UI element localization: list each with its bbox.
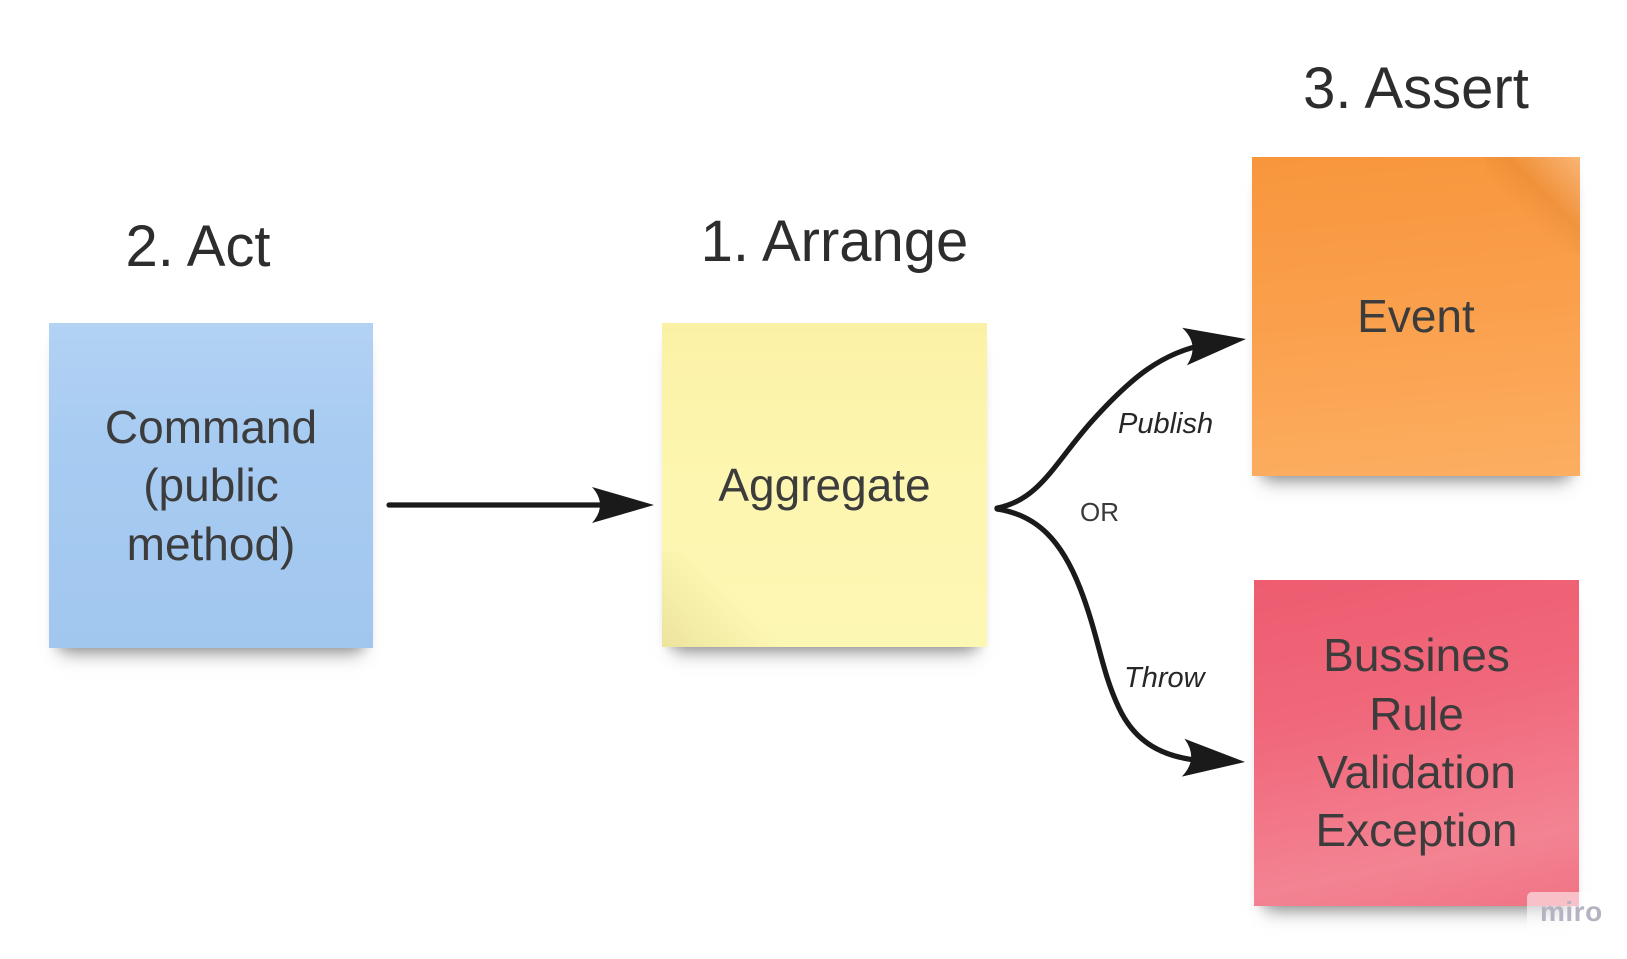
sticky-note-command[interactable]: Command (public method)	[49, 323, 373, 648]
connector-label-or[interactable]: OR	[1080, 497, 1119, 527]
heading-act[interactable]: 2. Act	[125, 214, 271, 279]
sticky-note-command-label: Command (public method)	[104, 400, 318, 570]
heading-arrange[interactable]: 1. Arrange	[700, 209, 969, 274]
sticky-note-event[interactable]: Event	[1252, 157, 1580, 476]
miro-logo: miro	[1540, 895, 1603, 927]
sticky-note-aggregate[interactable]: Aggregate	[662, 323, 987, 647]
arrow-head-icon	[1181, 738, 1245, 777]
sticky-note-event-label: Event	[1357, 290, 1475, 343]
arrow-head-icon	[1182, 327, 1246, 366]
sticky-note-aggregate-label: Aggregate	[718, 458, 931, 511]
arrow-command-to-aggregate[interactable]	[386, 487, 654, 523]
arrow-line	[994, 506, 1208, 764]
heading-assert[interactable]: 3. Assert	[1303, 56, 1529, 121]
sticky-note-exception[interactable]: Bussines Rule Validation Exception	[1254, 580, 1579, 906]
miro-watermark-badge: miro	[1527, 892, 1627, 931]
arrow-head-icon	[592, 487, 654, 523]
arrow-aggregate-to-exception[interactable]	[994, 506, 1246, 781]
connector-label-publish[interactable]: Publish	[1118, 408, 1214, 440]
connector-label-throw[interactable]: Throw	[1124, 662, 1205, 694]
sticky-note-exception-label: Bussines Rule Validation Exception	[1315, 629, 1518, 857]
